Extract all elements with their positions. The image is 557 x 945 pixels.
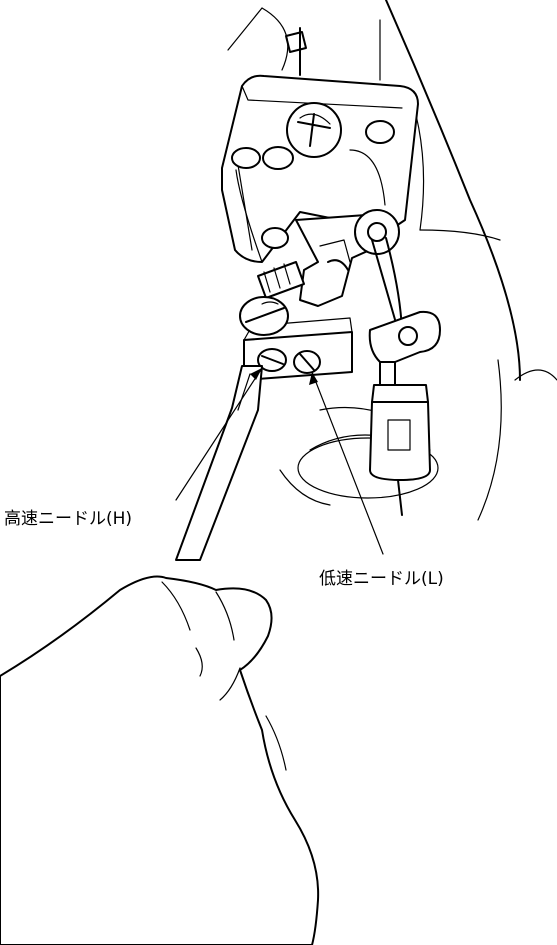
low-speed-needle-label: 低速ニードル(L) — [319, 569, 444, 589]
high-speed-needle — [257, 348, 287, 372]
high-speed-needle-label: 高速ニードル(H) — [4, 509, 132, 529]
cover-screw — [286, 102, 342, 158]
low-speed-needle — [293, 350, 321, 374]
leader-lines — [175, 367, 384, 555]
cover-bosses — [231, 120, 395, 249]
cable-adjuster — [368, 310, 441, 516]
hand — [0, 575, 320, 945]
screwdriver — [175, 365, 263, 561]
idle-screw — [239, 261, 305, 336]
throttle-linkage — [354, 209, 403, 331]
engine-housing-outline — [213, 0, 557, 521]
